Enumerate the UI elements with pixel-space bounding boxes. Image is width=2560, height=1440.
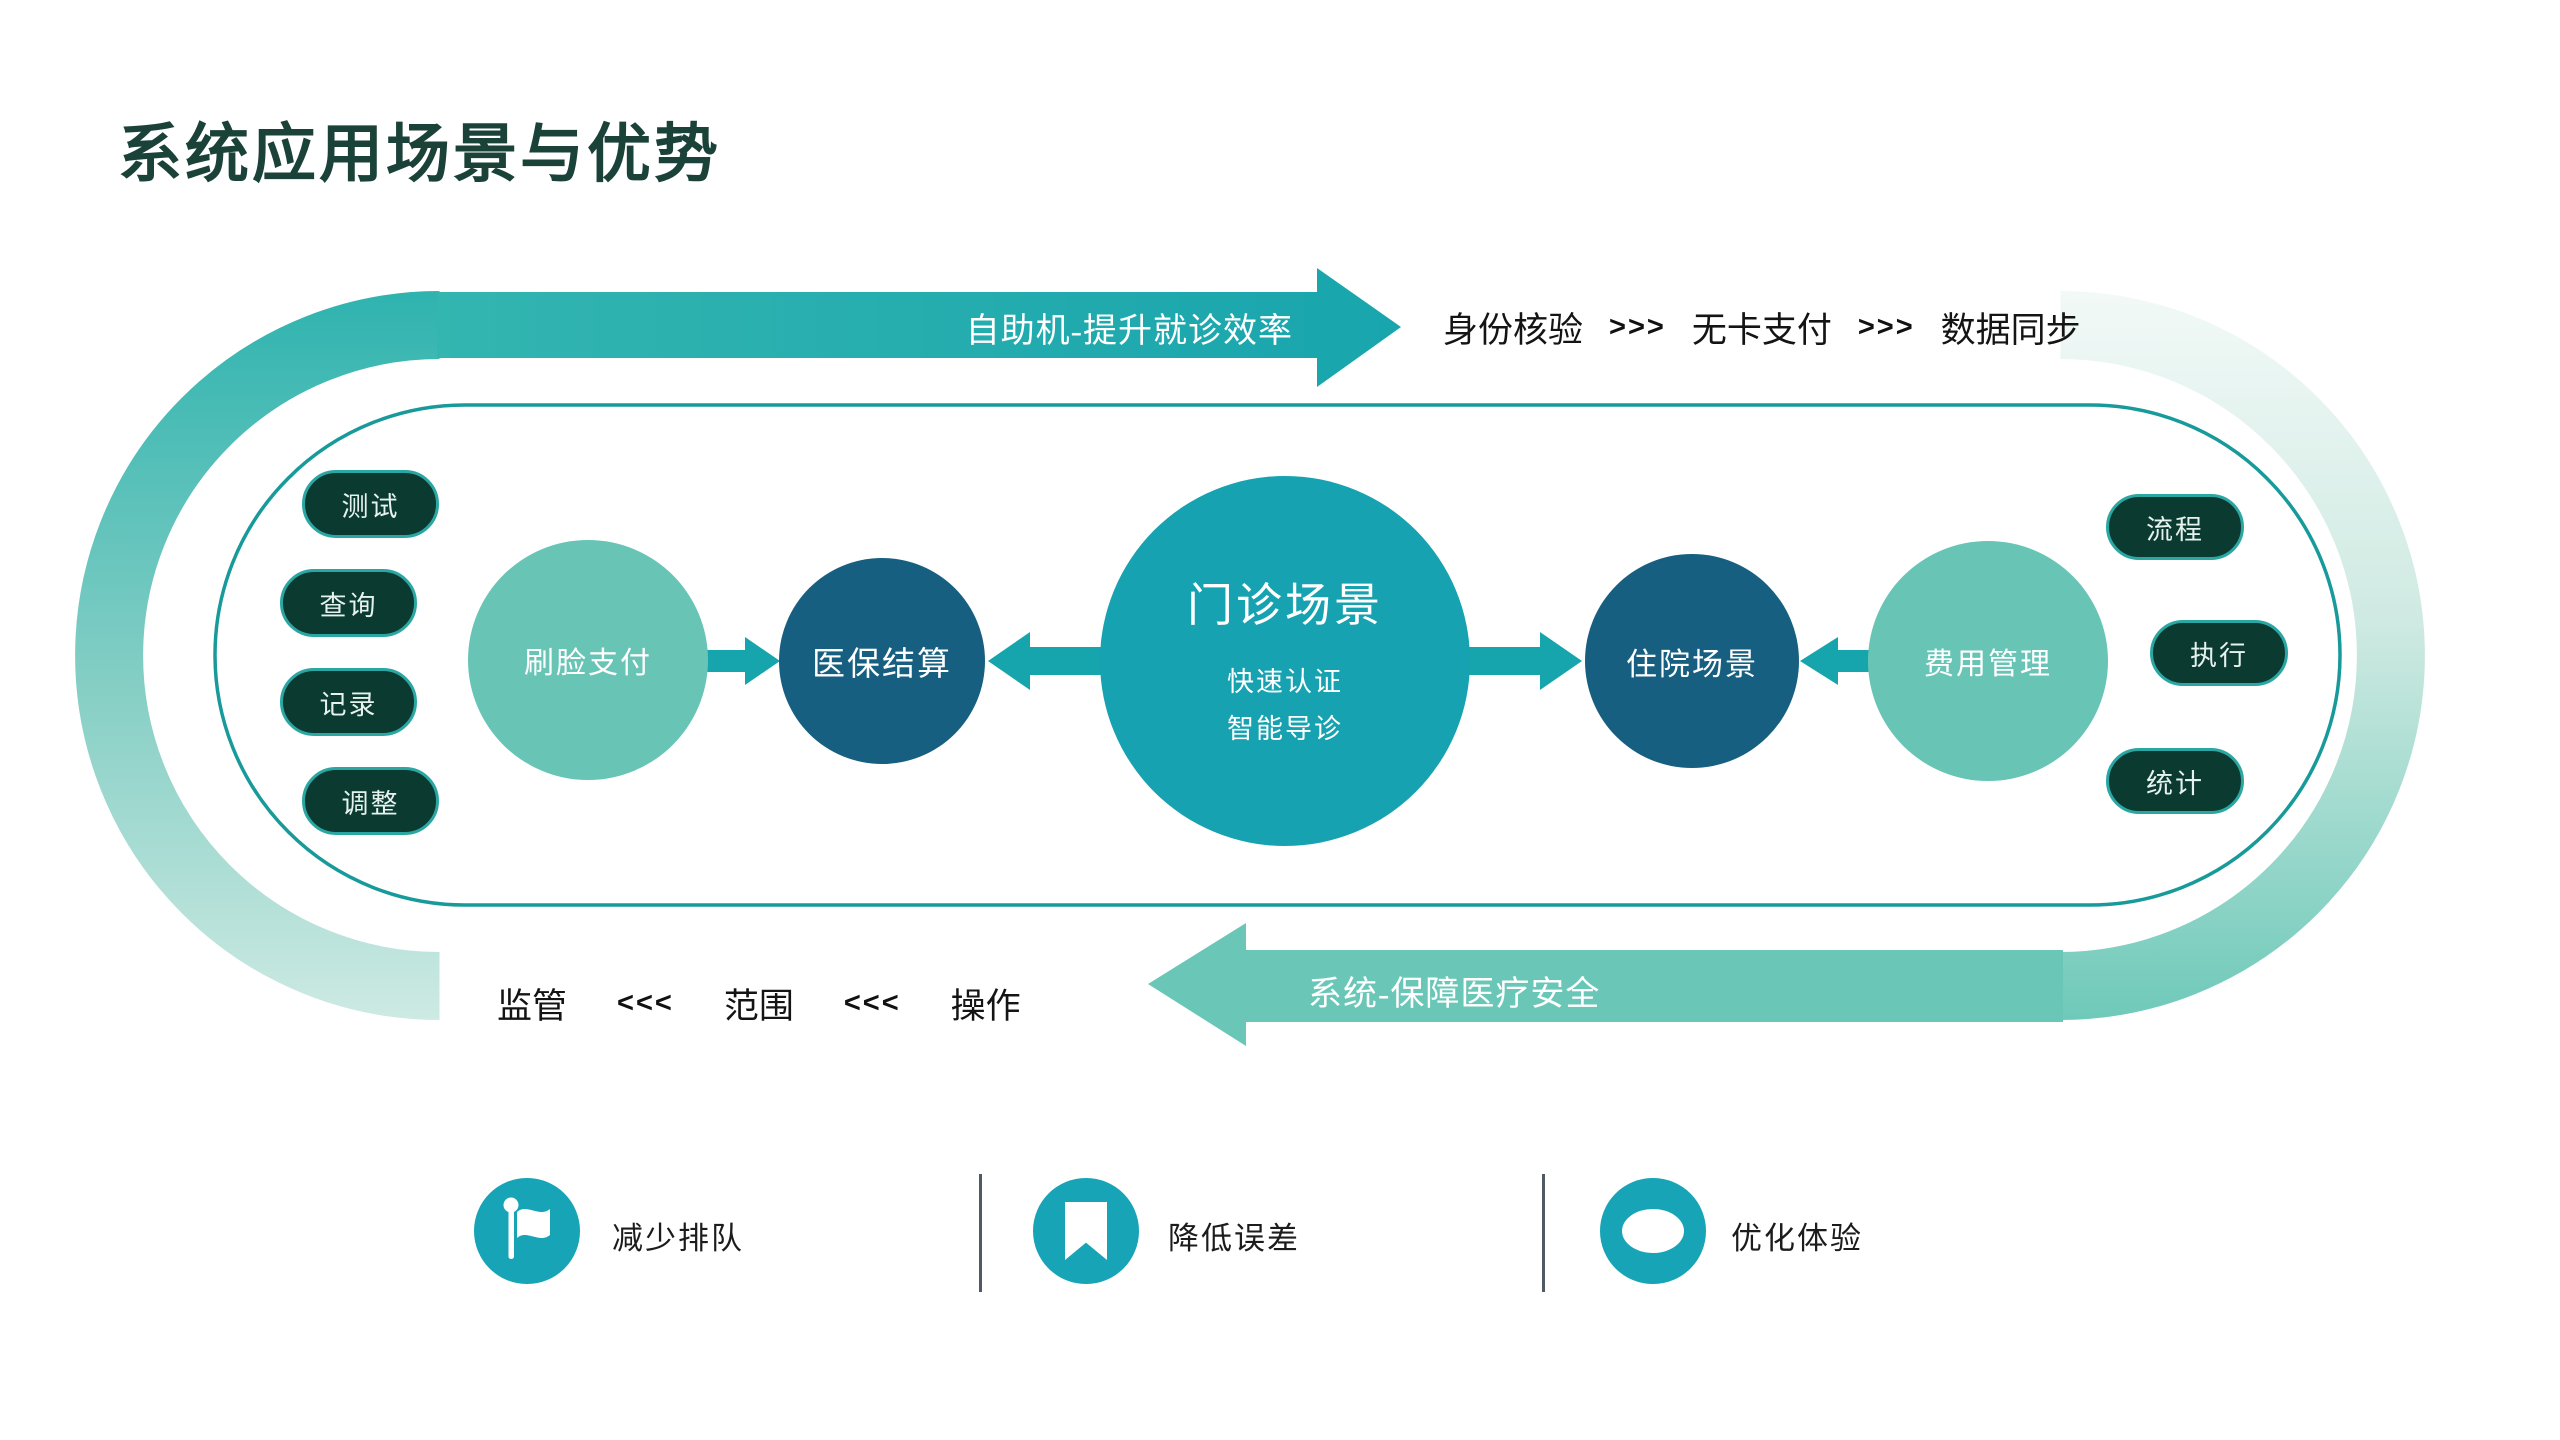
chevrons-left-icon: <<<: [843, 987, 901, 1019]
pill-record: 记录: [280, 668, 417, 736]
flag-icon: [503, 1197, 550, 1259]
benefit-label-reduce-queue: 减少排队: [612, 1221, 744, 1256]
node-outpatient-scene: 门诊场景 快速认证 智能导诊: [1100, 476, 1470, 846]
node-inpatient-scene: 住院场景: [1585, 554, 1799, 768]
flow-arrow-left-1: [988, 632, 1105, 690]
ring-icon: [1622, 1209, 1684, 1253]
bookmark-icon: [1065, 1202, 1107, 1260]
pill-statistics: 统计: [2106, 748, 2244, 814]
node-cost-management: 费用管理: [1868, 541, 2108, 781]
benefit-icon-circle: [1033, 1178, 1139, 1284]
chevrons-right-icon: >>>: [1857, 311, 1915, 343]
flow-arrow-left-2: [1800, 637, 1870, 685]
node-label: 医保结算: [812, 647, 952, 683]
benefits-divider: [1542, 1174, 1545, 1292]
flow-arrow-right-2: [1465, 632, 1582, 690]
top-steps-row: 身份核验 >>> 无卡支付 >>> 数据同步: [1443, 302, 2081, 353]
bottom-step-3: 操作: [950, 987, 1021, 1026]
racetrack-right-arc: [2060, 291, 2425, 1020]
benefit-icon-circle: [1600, 1178, 1706, 1284]
node-label: 费用管理: [1924, 648, 2052, 681]
benefit-label-optimize-experience: 优化体验: [1731, 1221, 1863, 1256]
pill-execute: 执行: [2150, 620, 2288, 686]
chevrons-right-icon: >>>: [1609, 311, 1666, 343]
top-step-2: 无卡支付: [1691, 311, 1832, 350]
top-arrow-label: 自助机-提升就诊效率: [965, 313, 1293, 350]
racetrack-left-arc: [75, 291, 440, 1020]
node-subtitle: 智能导诊: [1227, 714, 1343, 744]
pill-query: 查询: [280, 569, 417, 637]
top-step-3: 数据同步: [1940, 311, 2081, 350]
bottom-step-2: 范围: [723, 987, 794, 1026]
pill-test: 测试: [302, 470, 439, 538]
flow-arrow-right-1: [700, 637, 780, 685]
bottom-flow-arrow: [1148, 923, 2063, 1046]
page-title: 系统应用场景与优势: [118, 118, 721, 190]
bottom-step-1: 监管: [497, 987, 568, 1026]
top-flow-arrow: [437, 268, 1401, 387]
bottom-steps-row: 监管 <<< 范围 <<< 操作: [497, 978, 1021, 1029]
chevrons-left-icon: <<<: [617, 987, 674, 1019]
node-face-payment: 刷脸支付: [468, 540, 708, 780]
node-label: 住院场景: [1626, 646, 1758, 682]
bottom-arrow-label: 系统-保障医疗安全: [1308, 976, 1601, 1013]
node-label: 门诊场景: [1187, 579, 1383, 631]
node-subtitle: 快速认证: [1227, 666, 1343, 697]
inner-outline: [213, 403, 2342, 907]
node-label: 刷脸支付: [524, 647, 652, 680]
benefits-divider: [979, 1174, 982, 1292]
benefit-label-reduce-error: 降低误差: [1168, 1221, 1300, 1256]
top-step-1: 身份核验: [1443, 311, 1584, 350]
pill-process: 流程: [2106, 494, 2244, 560]
node-insurance-settlement: 医保结算: [779, 558, 985, 764]
pill-adjust: 调整: [302, 767, 439, 835]
benefit-icon-circle: [474, 1178, 580, 1284]
